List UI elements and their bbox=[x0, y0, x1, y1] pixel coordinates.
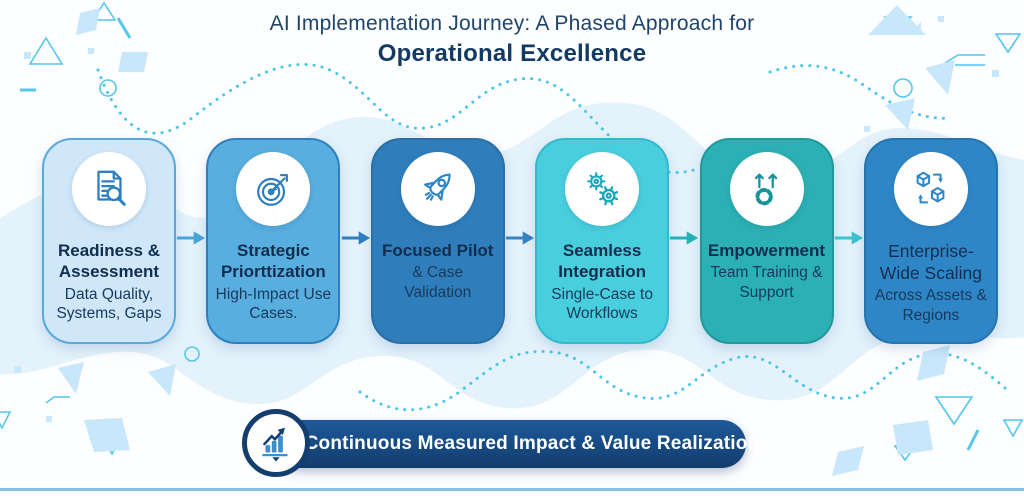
phase-subtitle: Team Training & Support bbox=[710, 264, 823, 301]
phases-row: Readiness & Assessment Data Quality, Sys… bbox=[42, 138, 998, 344]
phase-title: Focused Pilot bbox=[382, 241, 494, 260]
phase-subtitle: & Case Validation bbox=[404, 264, 472, 301]
phase-card-strategic-prioritization: Strategic Priorttization High-Impact Use… bbox=[206, 138, 341, 344]
phase-subtitle: Data Quality, Systems, Gaps bbox=[56, 285, 162, 323]
phase-card-empowerment: Empowerment Team Training & Support bbox=[699, 138, 834, 344]
document-search-icon bbox=[72, 152, 146, 226]
phase-title: Empowerment bbox=[707, 241, 826, 260]
gears-icon bbox=[565, 152, 640, 226]
phase-title: Readiness & Assessment bbox=[57, 241, 161, 282]
phase-title: Strategic Priorttization bbox=[220, 241, 326, 282]
phase-subtitle: High-Impact Use Cases. bbox=[215, 285, 332, 323]
right-arrow-icon bbox=[834, 231, 863, 245]
phase-card-focused-pilot: Focused Pilot & Case Validation bbox=[370, 138, 505, 344]
banner-label: Continuous Measured Impact & Value Reali… bbox=[304, 433, 760, 454]
phase-card-readiness-assessment: Readiness & Assessment Data Quality, Sys… bbox=[42, 138, 176, 344]
page-subtitle: Operational Excellence bbox=[377, 40, 647, 67]
dotted-wave bbox=[96, 62, 1007, 412]
phase-card-enterprise-scaling: Enterprise-Wide Scaling Across Assets & … bbox=[863, 138, 998, 344]
phase-title: Enterprise-Wide Scaling bbox=[879, 241, 982, 284]
gear-up-arrows-icon bbox=[729, 152, 804, 226]
right-arrow-icon bbox=[177, 231, 206, 245]
cubes-scaling-icon bbox=[893, 152, 968, 226]
growth-chart-icon bbox=[242, 409, 310, 477]
target-icon bbox=[236, 152, 311, 226]
phase-title: Seamless Integration bbox=[558, 241, 647, 282]
page-title: AI Implementation Journey: A Phased Appr… bbox=[269, 12, 755, 35]
phase-card-seamless-integration: Seamless Integration Single-Case to Work… bbox=[535, 138, 670, 344]
phase-subtitle: Across Assets & Regions bbox=[874, 287, 987, 324]
phase-subtitle: Single-Case to Workflows bbox=[551, 285, 653, 323]
bottom-divider bbox=[0, 488, 1024, 491]
right-arrow-icon bbox=[670, 231, 699, 245]
rocket-icon bbox=[400, 152, 475, 226]
banner: Continuous Measured Impact & Value Reali… bbox=[274, 420, 759, 468]
right-arrow-icon bbox=[341, 231, 370, 245]
right-arrow-icon bbox=[505, 231, 535, 245]
header: AI Implementation Journey: A Phased Appr… bbox=[0, 12, 1024, 68]
